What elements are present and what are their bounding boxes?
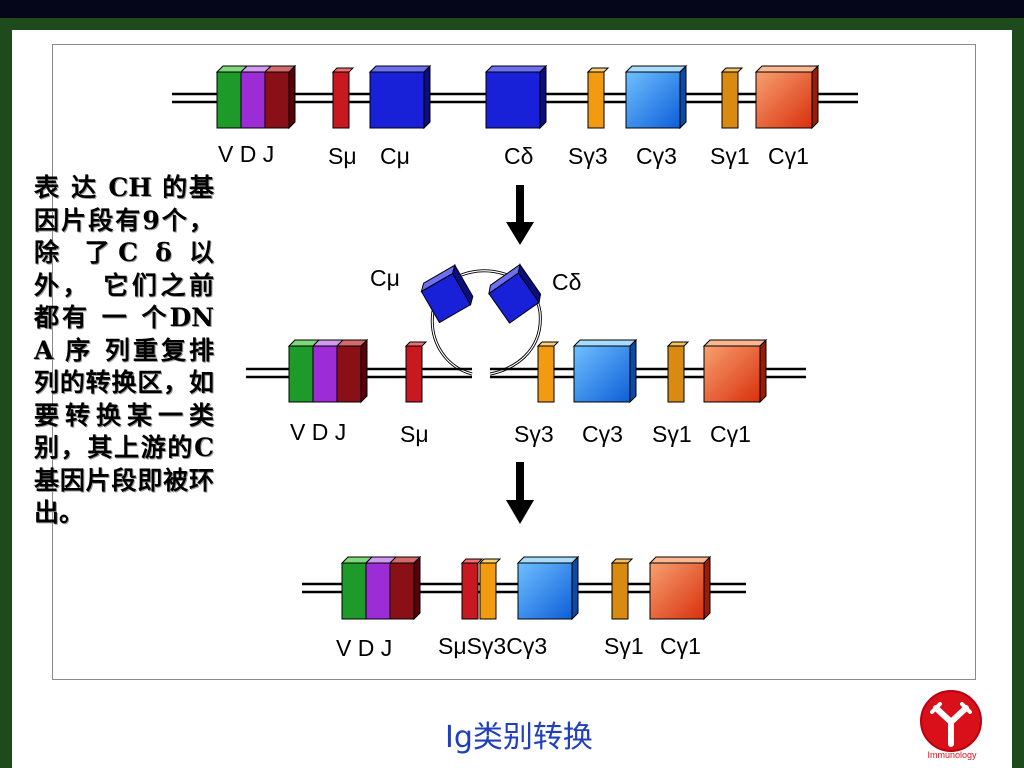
loop-label-c-delta: Cδ bbox=[552, 269, 581, 295]
label-c-gamma3-2: Cγ3 bbox=[582, 421, 623, 447]
chromosome-row-3: V D J SμSγ3Cγ3 Sγ1 Cγ1 bbox=[302, 555, 746, 661]
switch-gamma3 bbox=[586, 67, 610, 129]
loop-label-c-mu: Cμ bbox=[370, 265, 400, 291]
label-s-gamma1-3: Sγ1 bbox=[604, 633, 644, 659]
label-s-gamma3-1: Sγ3 bbox=[568, 143, 608, 169]
switch-gamma1 bbox=[666, 341, 690, 403]
switch-gamma1 bbox=[720, 67, 744, 129]
label-s-gamma1-1: Sγ1 bbox=[710, 143, 750, 169]
switch-mu bbox=[404, 341, 428, 403]
label-s-gamma1-2: Sγ1 bbox=[652, 421, 692, 447]
immunology-logo: Immunology bbox=[918, 690, 986, 764]
gene-d bbox=[311, 339, 345, 403]
logo-emblem-icon bbox=[920, 690, 982, 752]
label-vdj-3: V D J bbox=[336, 635, 392, 661]
logo-text: Immunology bbox=[927, 750, 977, 760]
label-c-mu-1: Cμ bbox=[380, 143, 410, 169]
arrow-down-1 bbox=[506, 185, 534, 245]
gene-c-delta bbox=[484, 64, 548, 130]
gene-c-gamma1 bbox=[754, 64, 820, 130]
switch-mu bbox=[331, 67, 355, 129]
gene-c-mu bbox=[368, 64, 432, 130]
arrow-down-2 bbox=[506, 462, 534, 524]
gene-c-gamma3 bbox=[572, 338, 638, 404]
gene-c-gamma3 bbox=[516, 555, 580, 621]
excised-loop: Cμ Cδ bbox=[370, 263, 581, 376]
gene-v bbox=[340, 556, 374, 620]
chromosome-row-2: V D J Sμ Sγ3 Cγ3 Sγ1 Cγ1 bbox=[246, 338, 806, 447]
loop-gene-c-delta bbox=[488, 263, 542, 324]
label-c-gamma3-1: Cγ3 bbox=[636, 143, 677, 169]
loop-gene-c-mu bbox=[420, 263, 474, 324]
label-vdj-1: V D J bbox=[218, 141, 274, 167]
gene-c-gamma1 bbox=[702, 338, 768, 404]
label-c-gamma1-3: Cγ1 bbox=[660, 633, 701, 659]
label-s-gamma3-2: Sγ3 bbox=[514, 421, 554, 447]
label-s-mu-2: Sμ bbox=[400, 421, 429, 447]
label-c-gamma1-1: Cγ1 bbox=[768, 143, 809, 169]
label-c-gamma1-2: Cγ1 bbox=[710, 421, 751, 447]
gene-d bbox=[364, 556, 398, 620]
label-s-mu-1: Sμ bbox=[328, 143, 357, 169]
label-vdj-2: V D J bbox=[290, 419, 346, 445]
figure-caption: Ig类别转换 bbox=[445, 720, 593, 755]
switch-mu-gamma3-hybrid bbox=[460, 558, 502, 620]
figure-box bbox=[52, 44, 976, 680]
gene-j bbox=[263, 64, 297, 130]
gene-j bbox=[388, 555, 422, 621]
gene-c-gamma3 bbox=[624, 64, 688, 130]
chromosome-row-1: V D J Sμ Cμ Cδ Sγ3 Cγ3 Sγ1 Cγ1 bbox=[172, 64, 858, 169]
gene-v bbox=[215, 65, 249, 129]
switch-gamma3 bbox=[536, 341, 560, 403]
explanation-text: 表 达 CH 的基因片段有9个， 除 了C δ 以外， 它们之前都有 一 个DN… bbox=[34, 173, 214, 527]
label-smu-sgamma3-cgamma3-3: SμSγ3Cγ3 bbox=[438, 633, 547, 659]
gene-v bbox=[287, 339, 321, 403]
label-c-delta-1: Cδ bbox=[504, 143, 533, 169]
switch-gamma1 bbox=[610, 558, 634, 620]
gene-c-gamma1 bbox=[648, 555, 712, 621]
gene-j bbox=[335, 338, 369, 404]
